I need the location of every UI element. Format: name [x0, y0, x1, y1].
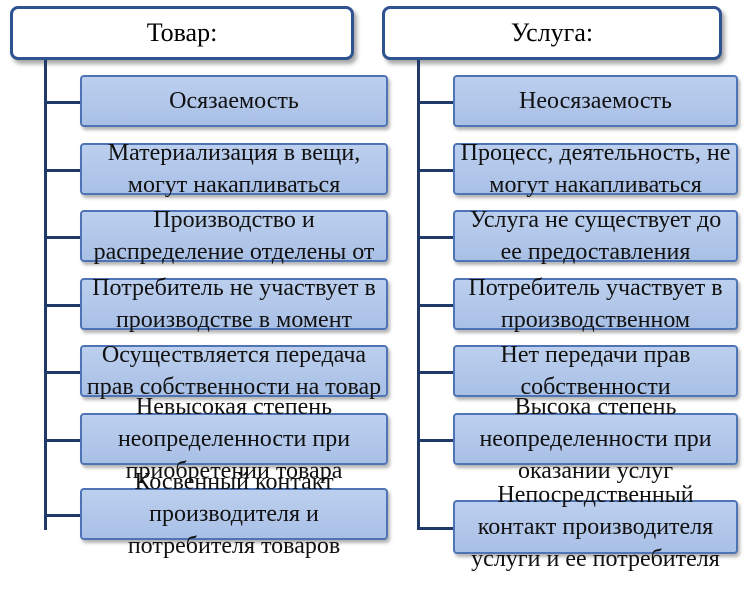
right-item: Неосязаемость [453, 75, 738, 127]
left-item: Косвенный контакт производителя и потреб… [80, 469, 388, 559]
right-item-label: Нет передачи прав собственности [500, 342, 691, 400]
right-item-label: Процесс, деятельность, не могут накаплив… [460, 140, 731, 198]
left-connector-tick [44, 169, 80, 172]
right-item: Нет передачи прав собственности [453, 342, 738, 400]
right-connector-tick [417, 101, 453, 104]
left-item: Осуществляется передача прав собственнос… [80, 342, 388, 400]
right-connector-tick [417, 371, 453, 374]
left-connector-tick [44, 101, 80, 104]
right-item-label: Непосредственный контакт производителя у… [471, 482, 720, 572]
right-connector-tick [417, 236, 453, 239]
left-header: Товар: [10, 6, 354, 60]
right-item: Процесс, деятельность, не могут накаплив… [453, 140, 738, 198]
left-connector-tick [44, 371, 80, 374]
right-item: Услуга не существует до ее предоставлени… [453, 207, 738, 265]
left-item-label: Материализация в вещи, могут накапливать… [107, 140, 361, 198]
right-connector-line [417, 60, 420, 530]
left-connector-tick [44, 514, 80, 517]
right-connector-tick [417, 304, 453, 307]
right-item-label: Потребитель участвует в производственном [468, 275, 723, 333]
right-item-label: Услуга не существует до ее предоставлени… [469, 207, 722, 265]
left-item: Невысокая степень неопределенности при п… [80, 394, 388, 484]
left-item: Потребитель не участвует в производстве … [80, 275, 388, 333]
left-connector-tick [44, 236, 80, 239]
left-item-label: Потребитель не участвует в производстве … [92, 275, 376, 333]
left-item-label: Осуществляется передача прав собственнос… [86, 342, 382, 400]
left-item-label: Осязаемость [169, 88, 299, 114]
left-item: Осязаемость [80, 75, 388, 127]
left-connector-tick [44, 304, 80, 307]
left-item-label: Косвенный контакт производителя и потреб… [127, 469, 341, 559]
left-connector-tick [44, 439, 80, 442]
right-item: Потребитель участвует в производственном [453, 275, 738, 333]
left-item: Материализация в вещи, могут накапливать… [80, 140, 388, 198]
right-connector-tick [417, 439, 453, 442]
left-item-label: Производство и распределение отделены от [93, 207, 375, 265]
left-item: Производство и распределение отделены от [80, 207, 388, 265]
right-header: Услуга: [382, 6, 722, 60]
left-item-label: Невысокая степень неопределенности при п… [117, 394, 351, 484]
right-item-label: Неосязаемость [519, 88, 672, 114]
right-connector-tick [417, 527, 453, 530]
right-header-label: Услуга: [510, 18, 594, 47]
left-connector-line [44, 60, 47, 530]
left-header-label: Товар: [146, 18, 218, 47]
right-item: Непосредственный контакт производителя у… [453, 482, 738, 572]
right-item: Высока степень неопределенности при оказ… [453, 394, 738, 484]
right-connector-tick [417, 169, 453, 172]
right-item-label: Высока степень неопределенности при оказ… [479, 394, 712, 484]
